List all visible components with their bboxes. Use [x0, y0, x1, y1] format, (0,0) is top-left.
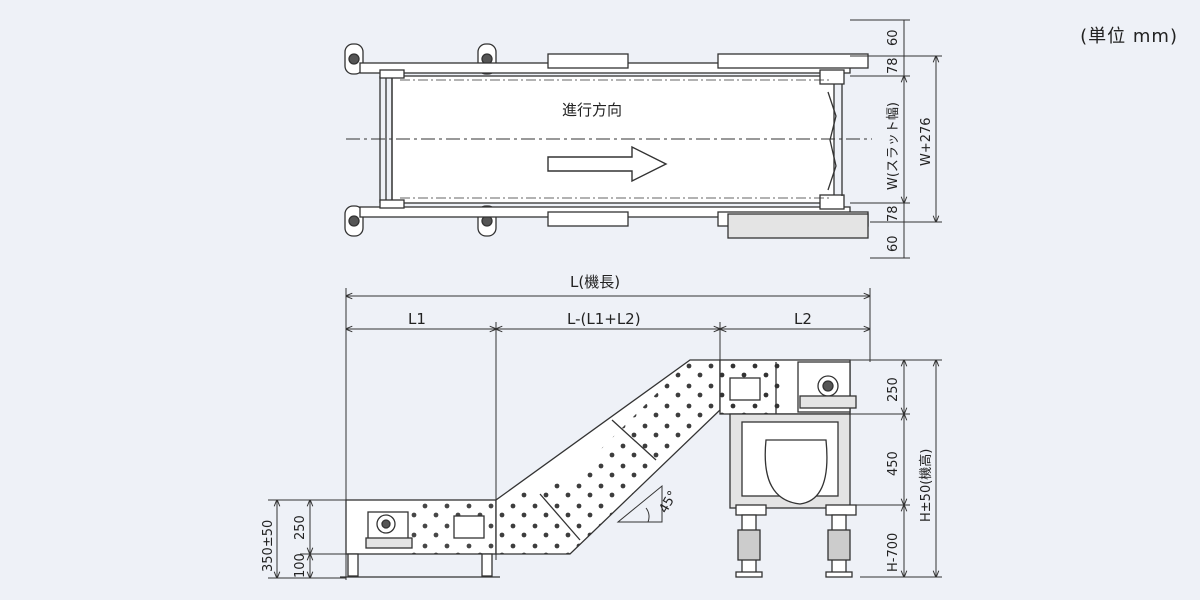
dim-total-width: W+276	[919, 117, 934, 166]
plan-view	[344, 43, 872, 239]
dim-right-250: 250	[886, 377, 901, 402]
dim-left-250: 250	[293, 515, 308, 540]
unit-label: (単位 mm)	[1080, 26, 1178, 47]
dim-right-h700: H-700	[886, 533, 901, 572]
side-top-dimensions	[346, 288, 870, 580]
dim-left-100: 100	[293, 553, 308, 578]
dim-left-350: 350±50	[261, 520, 276, 572]
dim-l-mid: L-(L1+L2)	[567, 310, 641, 328]
dim-top-78: 78	[886, 57, 901, 74]
dim-l2: L2	[794, 310, 812, 328]
dim-width-w: W(スラット幅)	[886, 102, 901, 190]
direction-label: 進行方向	[562, 101, 622, 119]
side-view	[340, 359, 857, 578]
right-dimensions	[850, 360, 942, 577]
dim-length-total: L(機長)	[570, 273, 620, 291]
dim-bottom-78: 78	[886, 205, 901, 222]
dim-right-450: 450	[886, 451, 901, 476]
angle-mark	[616, 484, 663, 523]
dim-bottom-60: 60	[886, 235, 901, 252]
plan-dimensions	[850, 19, 942, 259]
dim-right-total: H±50(機高)	[918, 449, 934, 522]
dim-top-60: 60	[886, 29, 901, 46]
direction-arrow	[547, 145, 668, 183]
angle-label: 45°	[656, 489, 681, 516]
dim-l1: L1	[408, 310, 426, 328]
drive-unit-plan	[727, 213, 869, 239]
left-dimensions	[268, 500, 346, 578]
